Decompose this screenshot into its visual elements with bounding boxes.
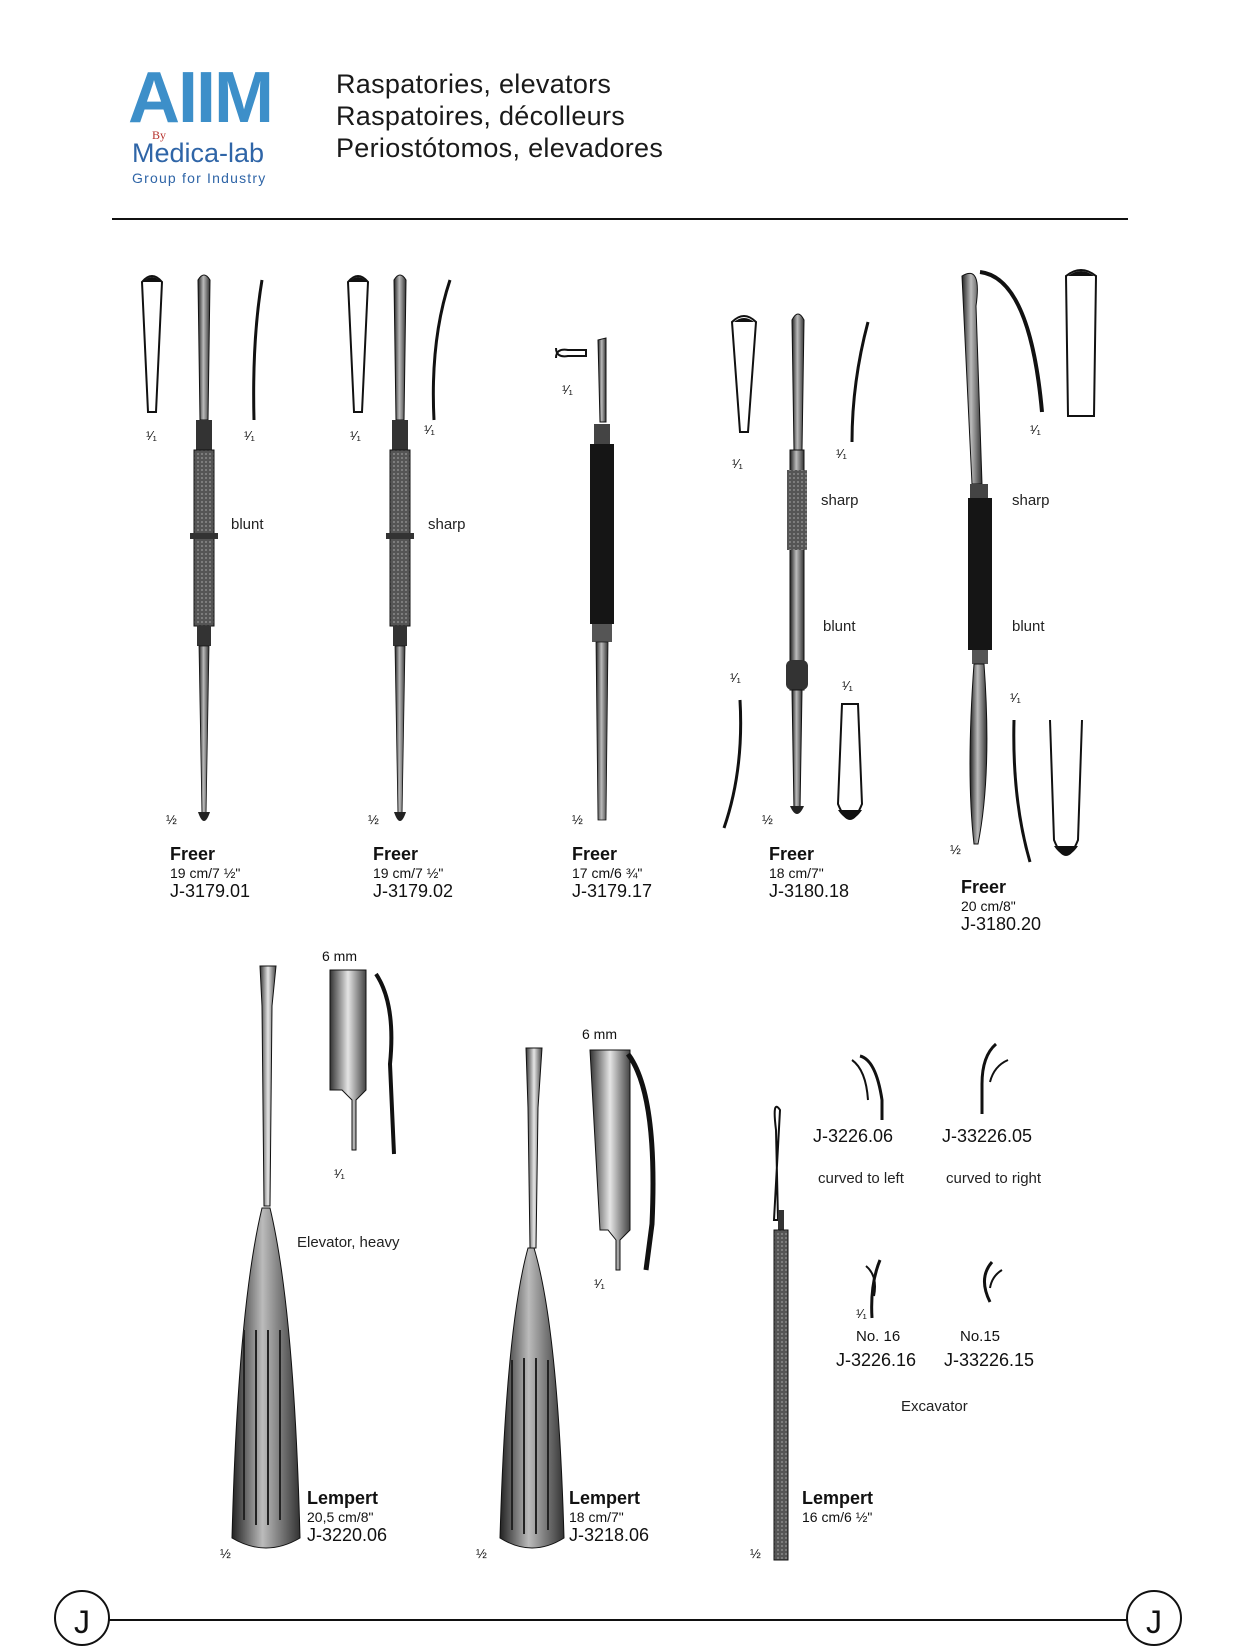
header-divider bbox=[112, 218, 1128, 220]
edge-label: blunt bbox=[823, 618, 856, 635]
scale-mark: ¹⁄₁ bbox=[146, 428, 157, 443]
scale-mark: ¹⁄₁ bbox=[856, 1306, 867, 1321]
section-tab-right: J bbox=[1126, 1590, 1182, 1646]
product-code: J-3180.20 bbox=[961, 914, 1042, 934]
product-size: 16 cm/6 ½" bbox=[802, 1509, 873, 1525]
scale-mark: ¹⁄₁ bbox=[244, 428, 255, 443]
product-name: Freer bbox=[769, 844, 815, 864]
product-caption: Freer 19 cm/7 ½" J-3179.02 bbox=[373, 844, 453, 902]
scale-mark: ¹⁄₁ bbox=[594, 1276, 605, 1291]
scale-mark: ¹⁄₁ bbox=[1010, 690, 1021, 705]
title-en: Raspatories, elevators bbox=[336, 69, 612, 99]
scale-mark: ½ bbox=[950, 842, 961, 857]
product-name: Lempert bbox=[569, 1488, 641, 1508]
edge-label: blunt bbox=[231, 516, 264, 533]
freer-3179-01-drawing bbox=[140, 274, 264, 821]
product-size: 17 cm/6 ¾" bbox=[572, 865, 643, 881]
excavator-code: J-33226.05 bbox=[942, 1126, 1033, 1146]
excavator-number: No.15 bbox=[960, 1328, 1001, 1345]
title-fr: Raspatoires, décolleurs bbox=[336, 101, 626, 131]
scale-mark: ¹⁄₁ bbox=[334, 1166, 345, 1181]
edge-label: blunt bbox=[1012, 618, 1045, 635]
product-name: Freer bbox=[572, 844, 618, 864]
scale-mark: ¹⁄₁ bbox=[1030, 422, 1041, 437]
lempert-3218-06-drawing bbox=[499, 1047, 656, 1549]
product-caption: Freer 18 cm/7" J-3180.18 bbox=[769, 844, 849, 902]
product-caption: Lempert 20,5 cm/8" J-3220.06 bbox=[307, 1488, 387, 1546]
edge-label: sharp bbox=[821, 492, 859, 509]
freer-3179-02-drawing bbox=[346, 274, 452, 821]
excavator-code: J-3226.06 bbox=[813, 1126, 894, 1146]
excavator-label: curved to left bbox=[818, 1170, 904, 1187]
product-size: 18 cm/7" bbox=[569, 1509, 624, 1525]
product-code: J-3220.06 bbox=[307, 1525, 388, 1545]
product-caption: Freer 20 cm/8" J-3180.20 bbox=[961, 877, 1041, 935]
tip-width: 6 mm bbox=[582, 1026, 617, 1042]
logo-brand: Medica-lab bbox=[132, 138, 265, 168]
product-code: J-3218.06 bbox=[569, 1525, 650, 1545]
excavator-code: J-3226.16 bbox=[836, 1350, 917, 1370]
logo-tagline: Group for Industry bbox=[132, 170, 267, 186]
product-code: J-3179.02 bbox=[373, 881, 454, 901]
product-name: Lempert bbox=[307, 1488, 379, 1508]
product-name: Lempert bbox=[802, 1488, 874, 1508]
scale-mark: ½ bbox=[762, 812, 773, 827]
product-code: J-3180.18 bbox=[769, 881, 850, 901]
edge-label: Elevator, heavy bbox=[297, 1234, 400, 1251]
edge-label: sharp bbox=[428, 516, 466, 533]
logo-by: By bbox=[152, 128, 167, 142]
freer-3180-20-drawing bbox=[961, 269, 1098, 863]
product-name: Freer bbox=[961, 877, 1007, 897]
excavator-number: No. 16 bbox=[856, 1328, 901, 1345]
scale-mark: ¹⁄₁ bbox=[842, 678, 853, 693]
excavator-code: J-33226.15 bbox=[944, 1350, 1035, 1370]
freer-3179-17-drawing bbox=[555, 337, 614, 821]
scale-mark: ½ bbox=[368, 812, 379, 827]
scale-mark: ½ bbox=[166, 812, 177, 827]
edge-label: sharp bbox=[1012, 492, 1050, 509]
lempert-excavator-drawing bbox=[772, 1042, 1009, 1561]
lempert-3220-06-drawing bbox=[231, 965, 396, 1549]
section-tab-left: J bbox=[54, 1590, 110, 1646]
excavator-label: curved to right bbox=[946, 1170, 1042, 1187]
product-caption: Lempert 16 cm/6 ½" bbox=[802, 1488, 873, 1525]
scale-mark: ½ bbox=[476, 1546, 487, 1561]
product-size: 19 cm/7 ½" bbox=[373, 865, 444, 881]
tip-width: 6 mm bbox=[322, 948, 357, 964]
scale-mark: ¹⁄₁ bbox=[836, 446, 847, 461]
freer-3180-18-drawing bbox=[722, 313, 870, 829]
product-caption: Freer 17 cm/6 ¾" J-3179.17 bbox=[572, 844, 652, 902]
product-size: 20,5 cm/8" bbox=[307, 1509, 374, 1525]
scale-mark: ¹⁄₁ bbox=[562, 382, 573, 397]
product-size: 19 cm/7 ½" bbox=[170, 865, 241, 881]
product-name: Freer bbox=[170, 844, 216, 864]
product-caption: Lempert 18 cm/7" J-3218.06 bbox=[569, 1488, 649, 1546]
scale-mark: ¹⁄₁ bbox=[730, 670, 741, 685]
product-size: 18 cm/7" bbox=[769, 865, 824, 881]
product-size: 20 cm/8" bbox=[961, 898, 1016, 914]
scale-mark: ¹⁄₁ bbox=[350, 428, 361, 443]
scale-mark: ½ bbox=[220, 1546, 231, 1561]
scale-mark: ¹⁄₁ bbox=[424, 422, 435, 437]
product-caption: Freer 19 cm/7 ½" J-3179.01 bbox=[170, 844, 250, 902]
title-es: Periostótomos, elevadores bbox=[336, 133, 664, 163]
product-name: Freer bbox=[373, 844, 419, 864]
product-code: J-3179.17 bbox=[572, 881, 653, 901]
product-code: J-3179.01 bbox=[170, 881, 251, 901]
scale-mark: ½ bbox=[750, 1546, 761, 1561]
scale-mark: ½ bbox=[572, 812, 583, 827]
scale-mark: ¹⁄₁ bbox=[732, 456, 743, 471]
excavator-title: Excavator bbox=[901, 1398, 968, 1415]
logo-wordmark: AIIM bbox=[128, 58, 274, 138]
